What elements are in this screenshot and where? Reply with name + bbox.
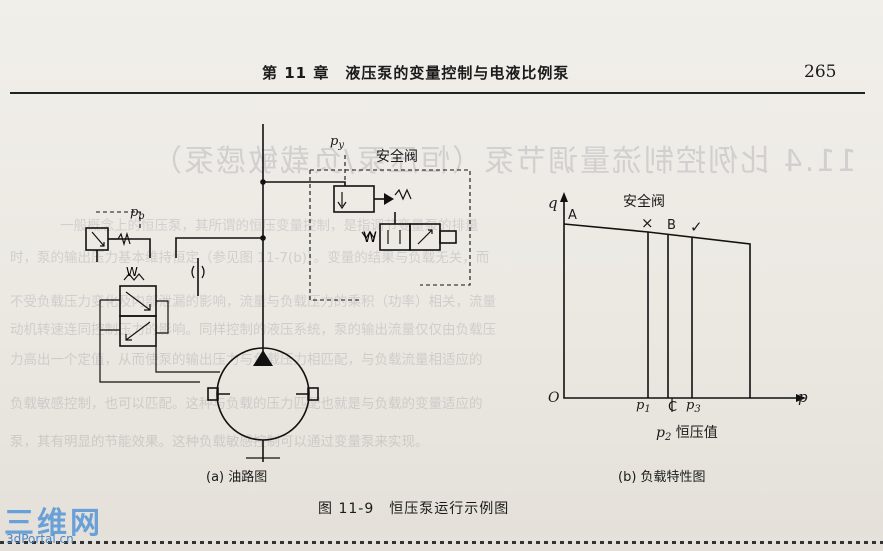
characteristic-curve	[563, 223, 751, 398]
axes	[563, 198, 800, 399]
figure-caption: 图 11-9 恒压泵运行示例图	[318, 501, 510, 517]
site-logo: 三维网 3dPortal.cn	[4, 498, 122, 548]
pb-pilot	[96, 211, 141, 230]
background-line: 负载敏感控制，也可以匹配。这种与负载的压力匹配也就是与负载的变量适应的	[10, 396, 483, 412]
background-line: 一般概念上的恒压泵，其所谓的恒压变量控制，是指调节变量泵的排量	[60, 218, 479, 234]
cross-mark: ×	[641, 214, 654, 232]
p2-label: p2 恒压值	[656, 425, 718, 443]
safety-valve-enclosure	[310, 169, 471, 286]
background-line: 力高出一个定值，从而使泵的输出压力与负载压力相匹配，与负载流量相适应的	[10, 352, 483, 368]
y-axis-arrow	[560, 192, 568, 202]
background-line: 时，泵的输出压力基本维持恒定（参见图 11-7(b)）。变量的结果与负载无关，而	[10, 250, 490, 266]
compensator-branch	[175, 237, 263, 258]
relief-spring	[394, 188, 412, 201]
logo-url: 3dPortal.cn	[6, 532, 74, 546]
background-line: 不受负载压力变化及内部泄漏的影响，流量与负载压力的乘积（功率）相关，流量	[10, 294, 496, 310]
relief-valve-arrow	[337, 192, 347, 210]
orifice	[191, 265, 205, 279]
label-py: py	[330, 134, 344, 151]
spring-w: W	[363, 230, 377, 246]
label-safety-valve: 安全阀	[376, 149, 418, 165]
origin-label: O	[548, 390, 560, 406]
chart-title: 安全阀	[623, 194, 665, 210]
caption-b: (b) 负载特性图	[618, 470, 706, 485]
spring-w: W	[126, 265, 138, 279]
p1-label: p1	[636, 398, 651, 415]
valve-spring	[361, 230, 375, 240]
page-number: 265	[804, 62, 837, 82]
x-axis-arrow	[796, 394, 806, 402]
solenoid	[439, 230, 457, 244]
point-b-label: B	[667, 218, 676, 233]
background-line: 动机转速连同控制压力的影响。同样控制的液压系统，泵的输出流量仅仅由负载压	[10, 322, 496, 338]
point-a-label: A	[568, 208, 577, 223]
axis-y-label: q	[548, 194, 558, 212]
control-spring	[123, 273, 145, 281]
bottom-rule	[0, 541, 883, 544]
logo-mark: 三维网	[4, 506, 103, 541]
point-c-label: C	[668, 400, 678, 415]
pump-direction-arrow	[253, 350, 273, 366]
control-valve-cell	[119, 315, 157, 347]
caption-a: (a) 油路图	[206, 470, 268, 485]
axis-x-label: p	[798, 388, 808, 406]
p3-label: p3	[686, 398, 701, 415]
check-mark: ✓	[690, 218, 703, 236]
chapter-title: 第 11 章 液压泵的变量控制与电液比例泵	[262, 64, 570, 82]
label-pb: pb	[130, 205, 145, 222]
header-rule	[10, 92, 865, 94]
background-line: 泵，其有明显的节能效果。这种负载敏感控制可以通过变量泵来实现。	[10, 434, 429, 450]
relief-valve-pilot	[384, 193, 394, 205]
